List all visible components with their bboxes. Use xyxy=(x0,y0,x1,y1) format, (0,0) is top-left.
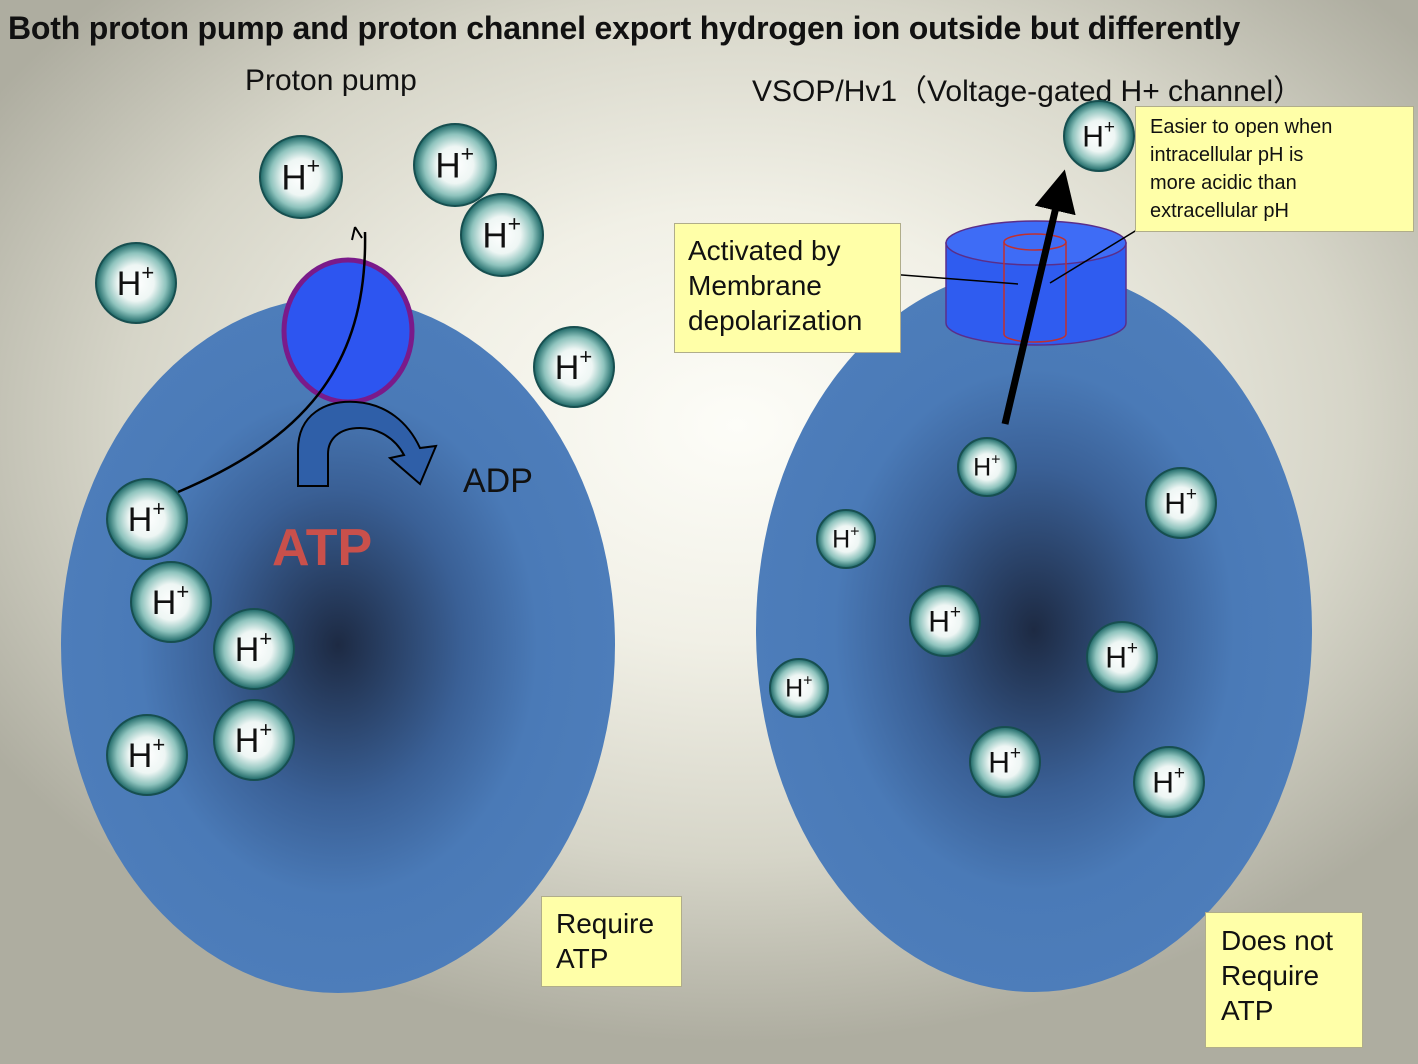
hydrogen-ion: H+ xyxy=(1145,467,1217,539)
charge-label: + xyxy=(461,141,474,167)
hydrogen-ion: H+ xyxy=(413,123,497,207)
callout-line: Membrane xyxy=(688,270,822,301)
channel-pore xyxy=(1003,242,1067,343)
atp-to-adp-arrow xyxy=(297,400,438,487)
callout-line: intracellular pH is xyxy=(1150,144,1304,166)
adp-label: ADP xyxy=(463,462,533,500)
hydrogen-ion: H+ xyxy=(95,242,177,324)
hydrogen-ion: H+ xyxy=(769,658,829,718)
hydrogen-ion: H+ xyxy=(909,585,981,657)
charge-label: + xyxy=(259,717,272,742)
proton-pump xyxy=(281,257,415,405)
channel-cell xyxy=(756,268,1312,992)
hydrogen-ion: H+ xyxy=(1063,100,1135,172)
require-atp-note: Require ATP xyxy=(541,896,682,987)
no-atp-note: Does not Require ATP xyxy=(1205,912,1363,1048)
note-line: ATP xyxy=(1221,995,1274,1026)
intracellular-ph-callout: Easier to open when intracellular pH is … xyxy=(1135,106,1414,232)
hydrogen-ion-label: H+ xyxy=(555,344,592,387)
charge-label: + xyxy=(850,524,859,541)
charge-label: + xyxy=(141,260,154,285)
callout-line: depolarization xyxy=(688,305,863,336)
hydrogen-ion: H+ xyxy=(106,478,188,560)
charge-label: + xyxy=(1104,117,1115,138)
callout-line: Activated by xyxy=(688,235,841,266)
charge-label: + xyxy=(1186,484,1197,505)
proton-pump-title: Proton pump xyxy=(245,64,417,97)
charge-label: + xyxy=(1174,763,1185,784)
charge-label: + xyxy=(1127,638,1138,659)
pump-cell xyxy=(61,297,615,993)
hydrogen-ion: H+ xyxy=(1133,746,1205,818)
hydrogen-ions: H+H+H+H+H+H+H+H+H+H+H+H+H+H+H+H+H+H+H+ xyxy=(95,100,1217,818)
charge-label: + xyxy=(259,626,272,651)
charge-label: + xyxy=(152,732,165,757)
hydrogen-ion: H+ xyxy=(213,699,295,781)
callout-line: extracellular pH xyxy=(1150,200,1289,222)
channel-top xyxy=(945,220,1127,266)
note-line: ATP xyxy=(556,943,609,974)
note-line: Require xyxy=(556,908,655,939)
hydrogen-ion: H+ xyxy=(460,193,544,277)
transport-arrow-head xyxy=(351,226,363,241)
hydrogen-ion: H+ xyxy=(816,509,876,569)
hydrogen-ion-label: H+ xyxy=(785,673,812,703)
note-line: Does not xyxy=(1221,925,1334,956)
charge-label: + xyxy=(176,579,189,604)
hydrogen-ion: H+ xyxy=(106,714,188,796)
channel-pore-top xyxy=(1003,233,1067,251)
hydrogen-ion: H+ xyxy=(957,437,1017,497)
note-line: Require xyxy=(1221,960,1320,991)
proton-channel-title: VSOP/Hv1（Voltage-gated H+ channel） xyxy=(752,75,1304,108)
charge-label: + xyxy=(508,211,521,237)
hydrogen-ion: H+ xyxy=(969,726,1041,798)
charge-label: + xyxy=(1010,743,1021,764)
hydrogen-ion: H+ xyxy=(259,135,343,219)
charge-label: + xyxy=(803,673,812,690)
hydrogen-ion: H+ xyxy=(130,561,212,643)
hydrogen-ion: H+ xyxy=(533,326,615,408)
channel-exit-arrow xyxy=(1001,169,1076,425)
charge-label: + xyxy=(991,452,1000,469)
membrane-depolarization-callout: Activated by Membrane depolarization xyxy=(674,223,901,353)
charge-label: + xyxy=(307,153,320,179)
charge-label: + xyxy=(579,344,592,369)
slide-title: Both proton pump and proton channel expo… xyxy=(8,10,1241,46)
hydrogen-ion: H+ xyxy=(213,608,295,690)
hydrogen-ion: H+ xyxy=(1086,621,1158,693)
ph-callout-line xyxy=(1049,224,1146,284)
charge-label: + xyxy=(152,496,165,521)
callout-line: more acidic than xyxy=(1150,172,1297,194)
callout-line: Easier to open when xyxy=(1150,116,1333,138)
charge-label: + xyxy=(950,602,961,623)
atp-label: ATP xyxy=(272,519,373,577)
transport-arrow xyxy=(177,231,367,494)
